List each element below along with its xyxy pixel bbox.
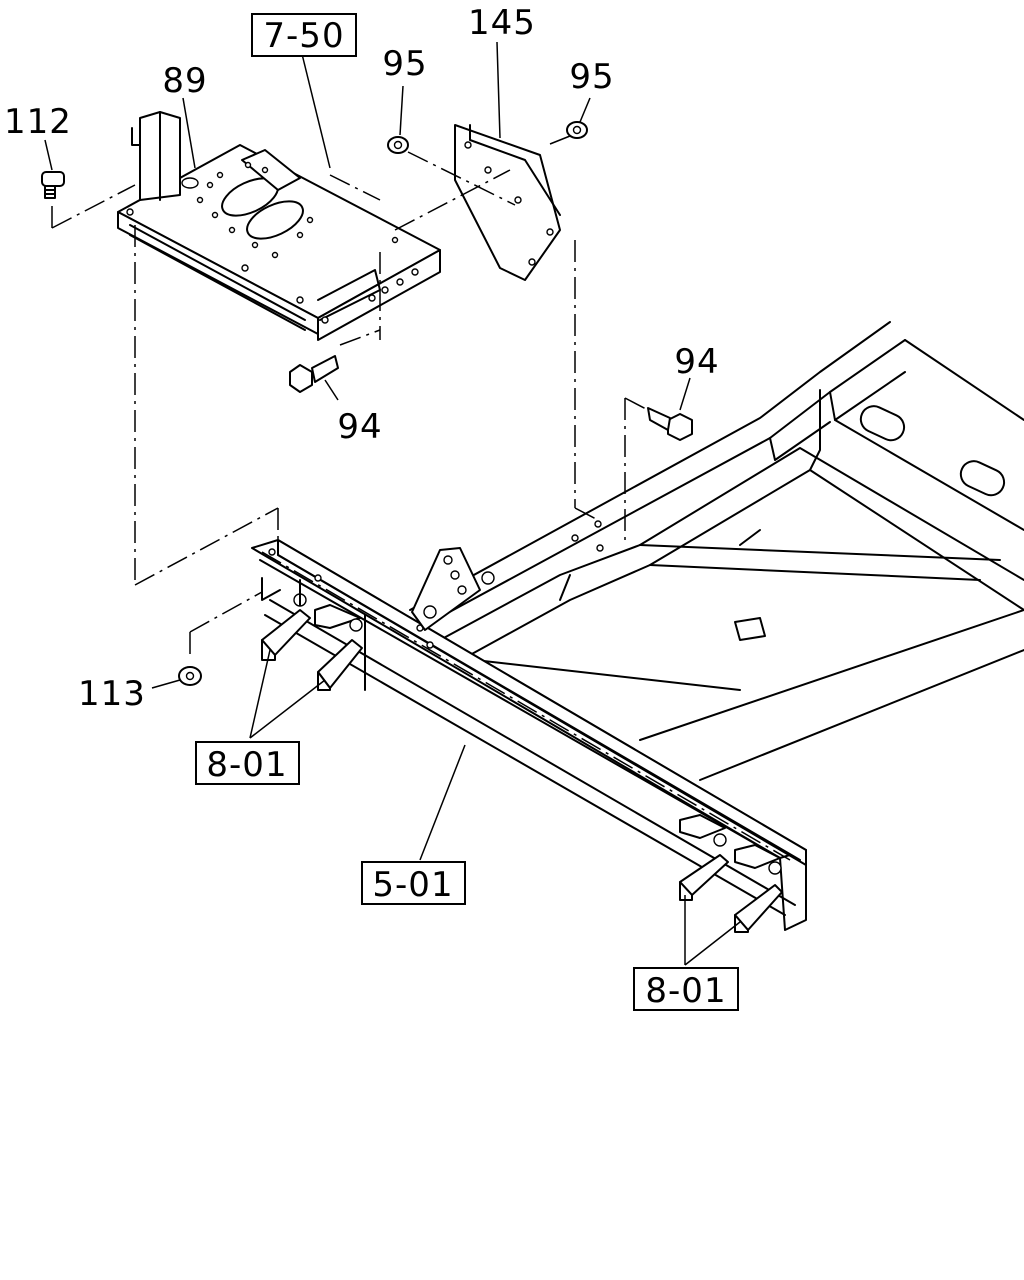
label-94-right: 94	[674, 342, 719, 382]
label-8-01-left-text: 8-01	[206, 745, 287, 785]
label-89: 89	[162, 61, 207, 101]
carrier-plate	[117, 111, 441, 341]
bolt-112	[41, 171, 65, 199]
label-5-01-text: 5-01	[372, 865, 453, 905]
label-7-50-text: 7-50	[263, 16, 344, 56]
label-8-01-right: 8-01	[633, 967, 739, 1011]
spring-hanger-right	[679, 814, 783, 933]
assembly-lines	[51, 135, 649, 660]
label-95-right: 95	[569, 57, 614, 97]
nut-95-left	[387, 136, 409, 154]
nut-95-right	[566, 121, 588, 139]
label-113: 113	[78, 674, 146, 714]
chassis-frame	[251, 321, 1024, 931]
label-7-50: 7-50	[251, 13, 357, 57]
leader-lines	[44, 41, 741, 966]
label-94-left: 94	[337, 407, 382, 447]
label-5-01: 5-01	[361, 861, 466, 905]
nut-113	[178, 666, 202, 686]
label-112: 112	[4, 102, 72, 142]
label-95-left: 95	[382, 44, 427, 84]
spring-hanger-left	[261, 577, 366, 691]
bolt-94-right	[647, 407, 693, 441]
label-8-01-left: 8-01	[195, 741, 300, 785]
label-145: 145	[468, 3, 536, 43]
bolt-94-left	[289, 355, 339, 393]
bracket-145	[454, 124, 561, 281]
label-8-01-right-text: 8-01	[645, 971, 726, 1011]
